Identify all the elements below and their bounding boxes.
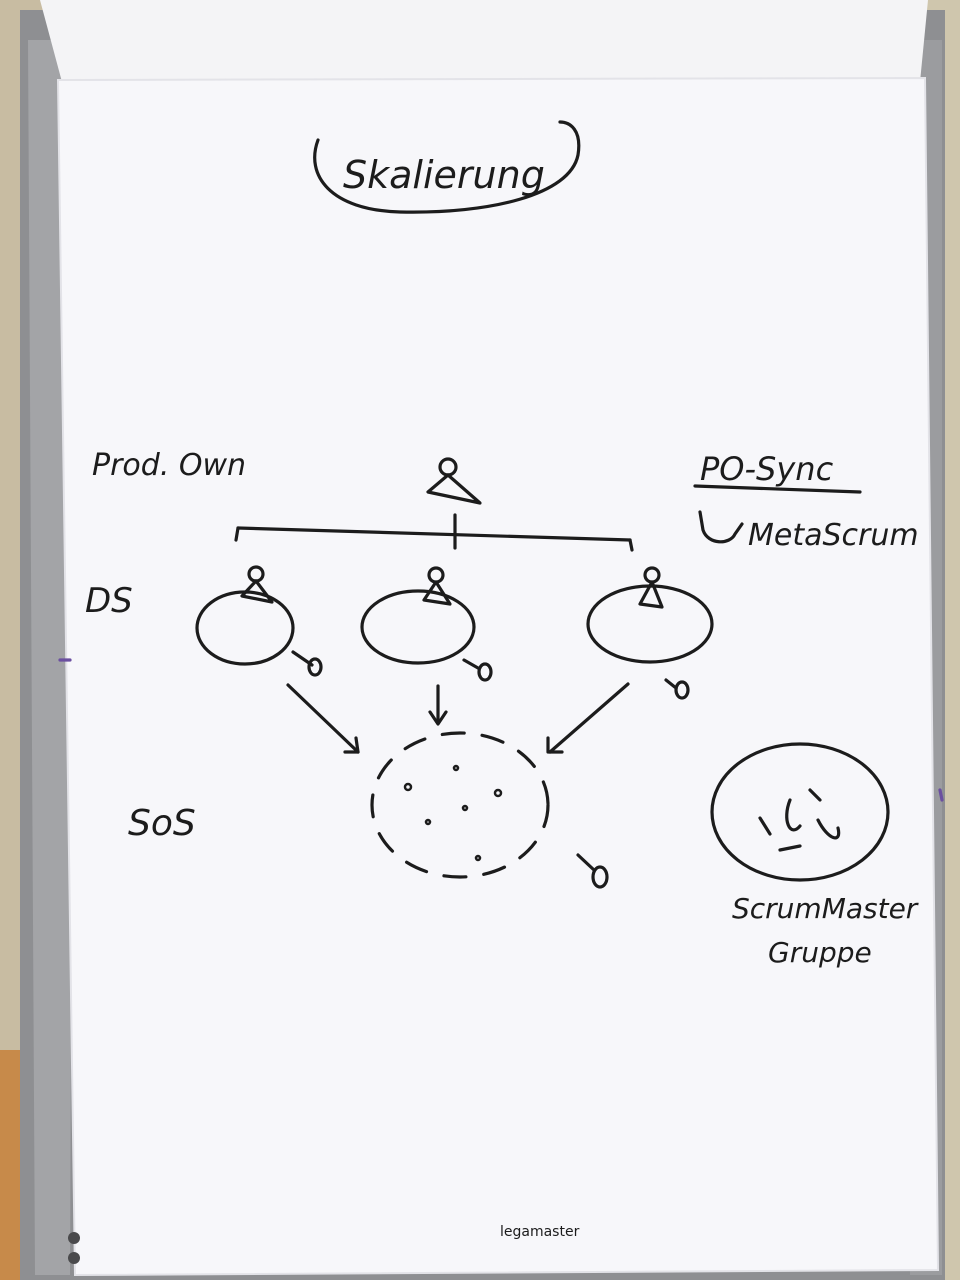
scrum-master-group-label-line1: ScrumMaster bbox=[732, 892, 919, 925]
arrow-team2-to-sos bbox=[428, 684, 448, 726]
product-owner-figure bbox=[426, 457, 482, 505]
arrow-team3-to-sos bbox=[546, 682, 630, 754]
scrum-master-icon bbox=[291, 650, 690, 889]
sos-dots bbox=[403, 764, 503, 862]
frame-bolt bbox=[68, 1252, 80, 1264]
frame-bolt bbox=[68, 1232, 80, 1244]
scrum-master-group-label-line2: Gruppe bbox=[768, 936, 872, 969]
arrow-team1-to-sos bbox=[286, 683, 360, 754]
brand-watermark: legamaster bbox=[500, 1224, 580, 1240]
team-circle-2 bbox=[360, 566, 476, 665]
team-circle-3 bbox=[586, 566, 714, 664]
scrum-master-group-circle bbox=[710, 742, 890, 882]
meta-scrum-label: MetaScrum bbox=[748, 518, 919, 553]
title-text: Skalierung bbox=[343, 153, 545, 197]
po-sync-underline bbox=[693, 484, 862, 494]
meta-scrum-arrow bbox=[698, 510, 744, 544]
paper-sheet bbox=[58, 78, 938, 1275]
ds-label: DS bbox=[85, 581, 133, 621]
hierarchy-bar bbox=[236, 526, 632, 542]
paper-roll bbox=[40, 0, 928, 82]
po-sync-label: PO-Sync bbox=[700, 450, 834, 488]
product-owner-label: Prod. Own bbox=[92, 448, 246, 483]
team-circle-1 bbox=[195, 565, 295, 666]
title-bubble bbox=[313, 120, 581, 214]
sos-label: SoS bbox=[128, 803, 196, 844]
scrum-of-scrums-circle bbox=[370, 731, 550, 879]
